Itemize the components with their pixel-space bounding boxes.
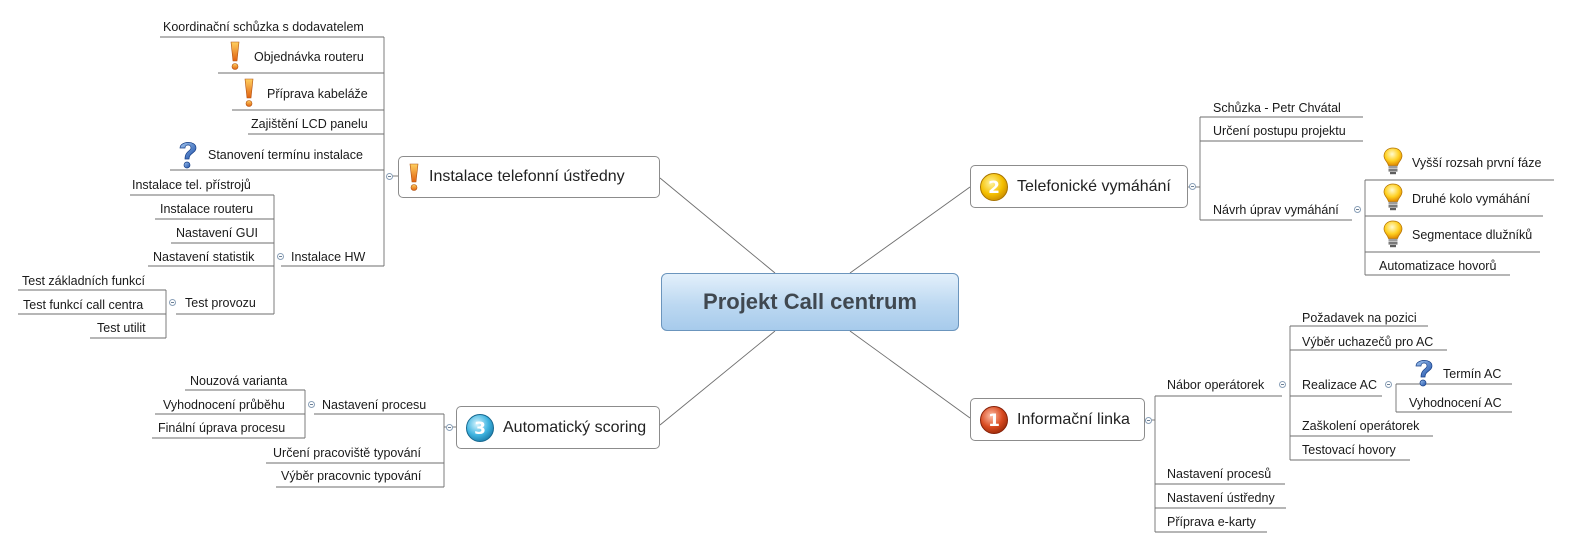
collapse-toggle[interactable]: [1385, 381, 1392, 388]
subtopic-termin-ac[interactable]: Termín AC: [1443, 367, 1502, 381]
subtopic-nastaveni-statistik[interactable]: Nastavení statistik: [153, 250, 255, 264]
exclamation-icon: [407, 162, 421, 192]
topic-label: Telefonické vymáhání: [1017, 177, 1171, 195]
subtopic-vyhodnoceni-prubehu[interactable]: Vyhodnocení průběhu: [163, 398, 285, 412]
lightbulb-icon: [1382, 219, 1404, 254]
subtopic-vyhodnoceni-ac[interactable]: Vyhodnocení AC: [1409, 396, 1502, 410]
lightbulb-icon: [1382, 182, 1404, 217]
subtopic-pozadavek-na-pozici[interactable]: Požadavek na pozici: [1302, 311, 1417, 325]
priority-2-icon: 2: [979, 172, 1009, 202]
subtopic-druhe-kolo-vymahani[interactable]: Druhé kolo vymáhání: [1412, 192, 1531, 206]
svg-text:2: 2: [988, 178, 1000, 198]
central-topic-label: Projekt Call centrum: [703, 289, 917, 314]
subtopic-instalace-tel-pristroju[interactable]: Instalace tel. přístrojů: [132, 178, 251, 192]
subtopic-test-provozu[interactable]: Test provozu: [185, 296, 256, 310]
subtopic-stanoveni-terminu[interactable]: Stanovení termínu instalace: [208, 148, 363, 162]
collapse-toggle[interactable]: [1189, 183, 1196, 190]
subtopic-test-zakladnich-funkci[interactable]: Test základních funkcí: [22, 274, 145, 288]
collapse-toggle[interactable]: [386, 173, 393, 180]
subtopic-nastaveni-procesu[interactable]: Nastavení procesu: [322, 398, 427, 412]
topic-telefonicke-vymahani[interactable]: 2 Telefonické vymáhání: [970, 165, 1188, 208]
subtopic-priprava-kabelaze[interactable]: Příprava kabeláže: [267, 87, 368, 101]
subtopic-zajisteni-lcd-panelu[interactable]: Zajištění LCD panelu: [251, 117, 368, 131]
topic-automaticky-scoring[interactable]: 3 Automatický scoring: [456, 406, 660, 449]
svg-text:1: 1: [988, 411, 1000, 431]
svg-text:3: 3: [474, 419, 486, 439]
collapse-toggle[interactable]: [1354, 206, 1361, 213]
subtopic-nouzova-varianta[interactable]: Nouzová varianta: [190, 374, 288, 388]
subtopic-urceni-pracoviste-typovani[interactable]: Určení pracoviště typování: [273, 446, 421, 460]
collapse-toggle[interactable]: [169, 299, 176, 306]
subtopic-nabor-operatorek[interactable]: Nábor operátorek: [1167, 378, 1265, 392]
subtopic-vyber-uchazecu-pro-ac[interactable]: Výběr uchazečů pro AC: [1302, 335, 1434, 349]
subtopic-nastaveni-gui[interactable]: Nastavení GUI: [176, 226, 258, 240]
topic-informacni-linka[interactable]: 1 Informační linka: [970, 398, 1145, 441]
subtopic-realizace-ac[interactable]: Realizace AC: [1302, 378, 1378, 392]
subtopic-vyssi-rozsah-prvni-faze[interactable]: Vyšší rozsah první fáze: [1412, 156, 1542, 170]
subtopic-instalace-routeru[interactable]: Instalace routeru: [160, 202, 254, 216]
exclamation-icon: [242, 77, 256, 113]
subtopic-automatizace-hovoru[interactable]: Automatizace hovorů: [1379, 259, 1497, 273]
subtopic-priprava-e-karty[interactable]: Příprava e-karty: [1167, 515, 1256, 529]
subtopic-segmentace-dluzniku[interactable]: Segmentace dlužníků: [1412, 228, 1533, 242]
question-icon: [176, 138, 200, 175]
subtopic-nastaveni-ustredny[interactable]: Nastavení ústředny: [1167, 491, 1275, 505]
collapse-toggle[interactable]: [1279, 381, 1286, 388]
subtopic-test-utilit[interactable]: Test utilit: [97, 321, 146, 335]
priority-3-icon: 3: [465, 413, 495, 443]
topic-label: Informační linka: [1017, 410, 1130, 428]
subtopic-objednavka-routeru[interactable]: Objednávka routeru: [254, 50, 364, 64]
collapse-toggle[interactable]: [1145, 417, 1152, 424]
question-icon: [1412, 356, 1436, 393]
exclamation-icon: [228, 40, 242, 76]
subtopic-urceni-postupu-projektu[interactable]: Určení postupu projektu: [1213, 124, 1346, 138]
subtopic-zaskoleni-operatorek[interactable]: Zaškolení operátorek: [1302, 419, 1420, 433]
subtopic-nastaveni-procesu-info[interactable]: Nastavení procesů: [1167, 467, 1272, 481]
subtopic-schuzka-petr-chvatal[interactable]: Schůzka - Petr Chvátal: [1213, 101, 1341, 115]
collapse-toggle[interactable]: [277, 253, 284, 260]
topic-label: Instalace telefonní ústředny: [429, 168, 625, 185]
central-topic[interactable]: Projekt Call centrum: [661, 273, 959, 331]
priority-1-icon: 1: [979, 405, 1009, 435]
topic-instalace-telefonni-ustredny[interactable]: Instalace telefonní ústředny: [398, 156, 660, 198]
lightbulb-icon: [1382, 146, 1404, 181]
subtopic-koordinacni-schuzka[interactable]: Koordinační schůzka s dodavatelem: [163, 20, 364, 34]
subtopic-vyber-pracovnic-typovani[interactable]: Výběr pracovnic typování: [281, 469, 422, 483]
subtopic-navrh-uprav-vymahani[interactable]: Návrh úprav vymáhání: [1213, 203, 1339, 217]
collapse-toggle[interactable]: [308, 401, 315, 408]
subtopic-instalace-hw[interactable]: Instalace HW: [291, 250, 366, 264]
collapse-toggle[interactable]: [446, 424, 453, 431]
subtopic-testovaci-hovory[interactable]: Testovací hovory: [1302, 443, 1396, 457]
subtopic-test-funkci-call-centra[interactable]: Test funkcí call centra: [23, 298, 144, 312]
topic-label: Automatický scoring: [503, 418, 647, 436]
subtopic-finalni-uprava-procesu[interactable]: Finální úprava procesu: [158, 421, 286, 435]
